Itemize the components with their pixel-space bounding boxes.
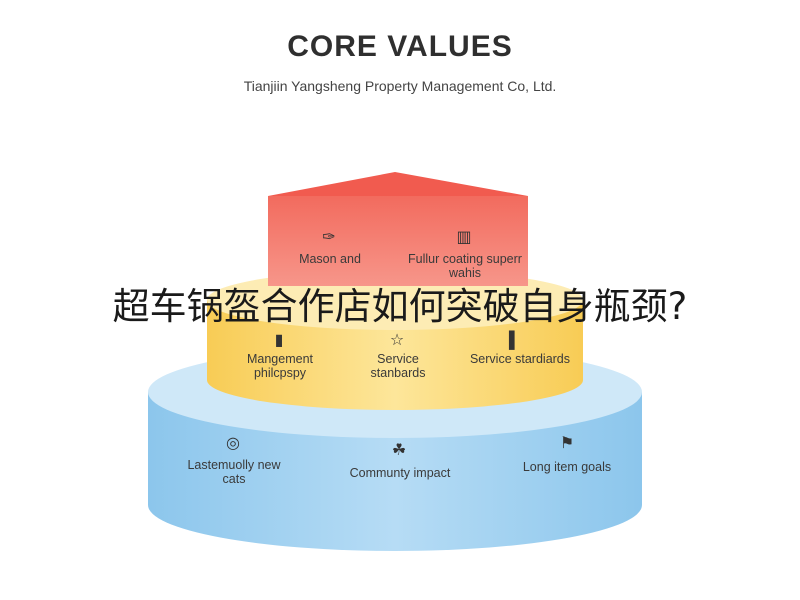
star-icon: ☆ xyxy=(389,332,405,349)
handshake-icon: ☘ xyxy=(391,442,407,459)
page-title: CORE VALUES xyxy=(287,30,513,63)
tier-top-front xyxy=(268,196,528,286)
leaf-icon: ✑ xyxy=(322,229,336,246)
tier-top xyxy=(268,172,528,286)
tier-bottom-item-label: Long item goals xyxy=(522,460,612,474)
trophy-icon: ⚑ xyxy=(559,435,575,452)
tier-middle-item-label: Service stardiards xyxy=(469,352,571,366)
tier-middle-side xyxy=(207,300,583,410)
tier-bottom-item-label: Communty impact xyxy=(349,466,451,480)
tier-bottom-item-label: Lastemuolly new cats xyxy=(187,458,281,486)
chart-icon: ▮ xyxy=(274,332,284,349)
tier-top-item-label: Mason and xyxy=(299,252,361,266)
overlay-headline: 超车锅盔合作店如何突破自身瓶颈? xyxy=(112,285,688,328)
globe-icon: ◎ xyxy=(226,435,240,452)
tier-middle-item-label: Mangement philcpspy xyxy=(246,352,313,380)
company-subtitle: Tianjiin Yangsheng Property Management C… xyxy=(243,78,557,94)
bar-chart-icon: ▐ xyxy=(503,332,515,349)
building-icon: ▥ xyxy=(456,229,472,246)
tier-middle-item-label: Service stanbards xyxy=(370,352,426,380)
tier-top-item-label: Fullur coating superr wahis xyxy=(408,252,522,280)
